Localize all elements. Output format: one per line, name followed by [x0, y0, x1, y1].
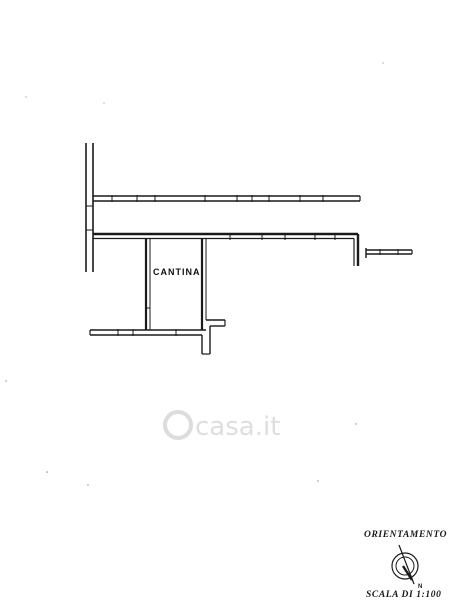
main-wall: [93, 232, 360, 266]
orientation-block: ORIENTAMENTO N SCALA DI 1:100: [364, 530, 447, 600]
scale-label: SCALA DI 1:100: [366, 590, 441, 600]
left-wall: [85, 143, 94, 272]
compass-icon: [391, 544, 419, 585]
bottom-wall: [89, 319, 226, 355]
north-label: N: [418, 584, 422, 590]
scan-specks: [5, 62, 384, 486]
cellar-walls: [144, 238, 207, 330]
room-label-cantina: CANTINA: [153, 267, 201, 277]
orientation-title: ORIENTAMENTO: [364, 530, 447, 540]
watermark: casa.it: [163, 410, 280, 442]
watermark-text: casa.it: [195, 412, 280, 442]
watermark-logo-icon: [163, 410, 193, 440]
upper-corridor-wall: [93, 195, 361, 202]
right-wall-stub: [365, 248, 413, 258]
